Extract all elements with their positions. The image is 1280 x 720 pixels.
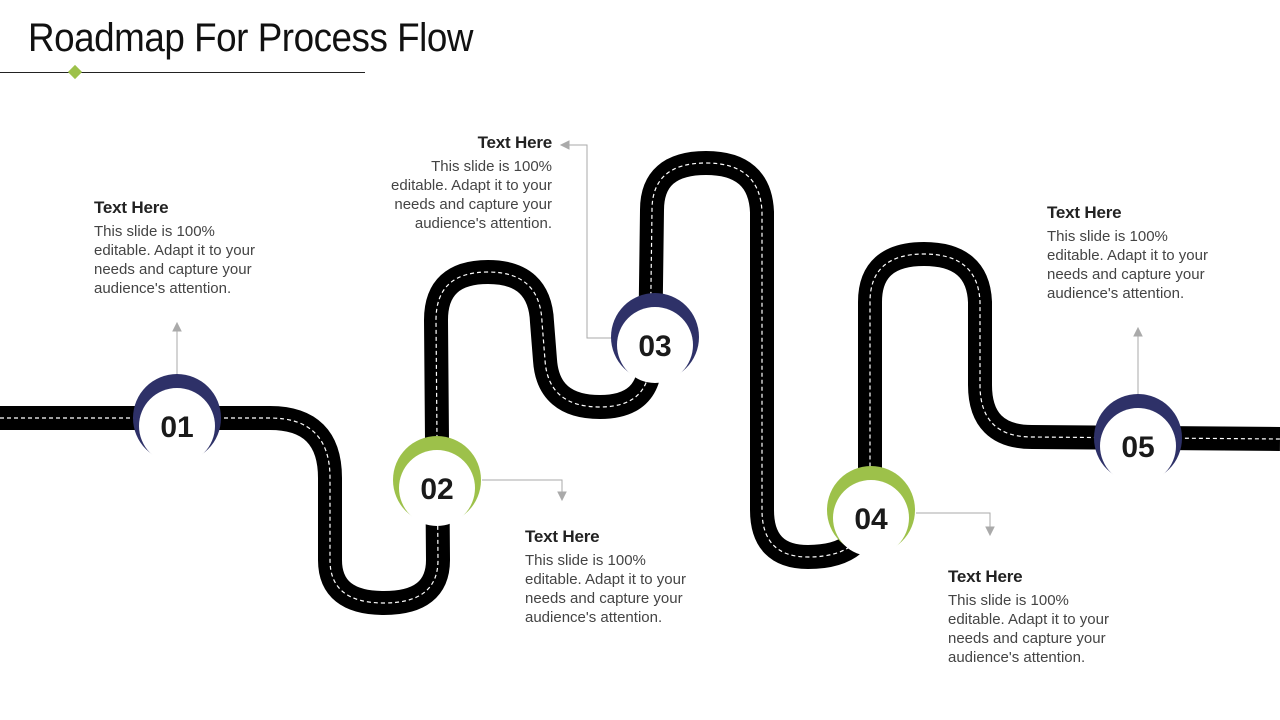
step-marker-01: 01	[133, 374, 221, 464]
step-heading-04: Text Here	[948, 567, 1023, 586]
step-heading-05: Text Here	[1047, 203, 1122, 222]
step-text-03: Text Here This slide is 100% editable. A…	[372, 133, 552, 233]
arrow-05	[1133, 326, 1143, 337]
step-marker-02: 02	[393, 436, 481, 526]
step-number-05: 05	[1121, 431, 1154, 464]
step-number-02: 02	[420, 473, 453, 506]
step-marker-05: 05	[1094, 394, 1182, 484]
step-body-05: This slide is 100% editable. Adapt it to…	[1047, 228, 1208, 302]
arrow-04	[985, 526, 995, 537]
step-text-05: Text Here This slide is 100% editable. A…	[1047, 203, 1227, 303]
step-text-02: Text Here This slide is 100% editable. A…	[525, 527, 705, 627]
step-heading-01: Text Here	[94, 198, 169, 217]
road-center-line	[0, 162, 1280, 604]
connector-03	[569, 144, 612, 339]
step-heading-03: Text Here	[477, 133, 553, 152]
step-body-03: This slide is 100% editable. Adapt it to…	[391, 158, 552, 232]
connector-02	[482, 479, 563, 493]
step-body-01: This slide is 100% editable. Adapt it to…	[94, 223, 255, 297]
step-text-04: Text Here This slide is 100% editable. A…	[948, 567, 1128, 667]
arrow-03	[559, 140, 570, 150]
step-number-01: 01	[160, 411, 193, 444]
arrow-01	[172, 321, 182, 332]
step-number-03: 03	[638, 330, 671, 363]
step-number-04: 04	[854, 503, 888, 536]
step-text-01: Text Here This slide is 100% editable. A…	[94, 198, 274, 298]
step-marker-03: 03	[611, 293, 699, 383]
step-marker-04: 04	[827, 466, 915, 556]
step-heading-02: Text Here	[525, 527, 600, 546]
arrow-02	[557, 491, 567, 502]
connector-04	[916, 512, 991, 528]
title-underline	[0, 72, 365, 73]
page-title: Roadmap For Process Flow	[28, 16, 474, 60]
step-body-02: This slide is 100% editable. Adapt it to…	[525, 552, 686, 626]
step-body-04: This slide is 100% editable. Adapt it to…	[948, 592, 1109, 666]
